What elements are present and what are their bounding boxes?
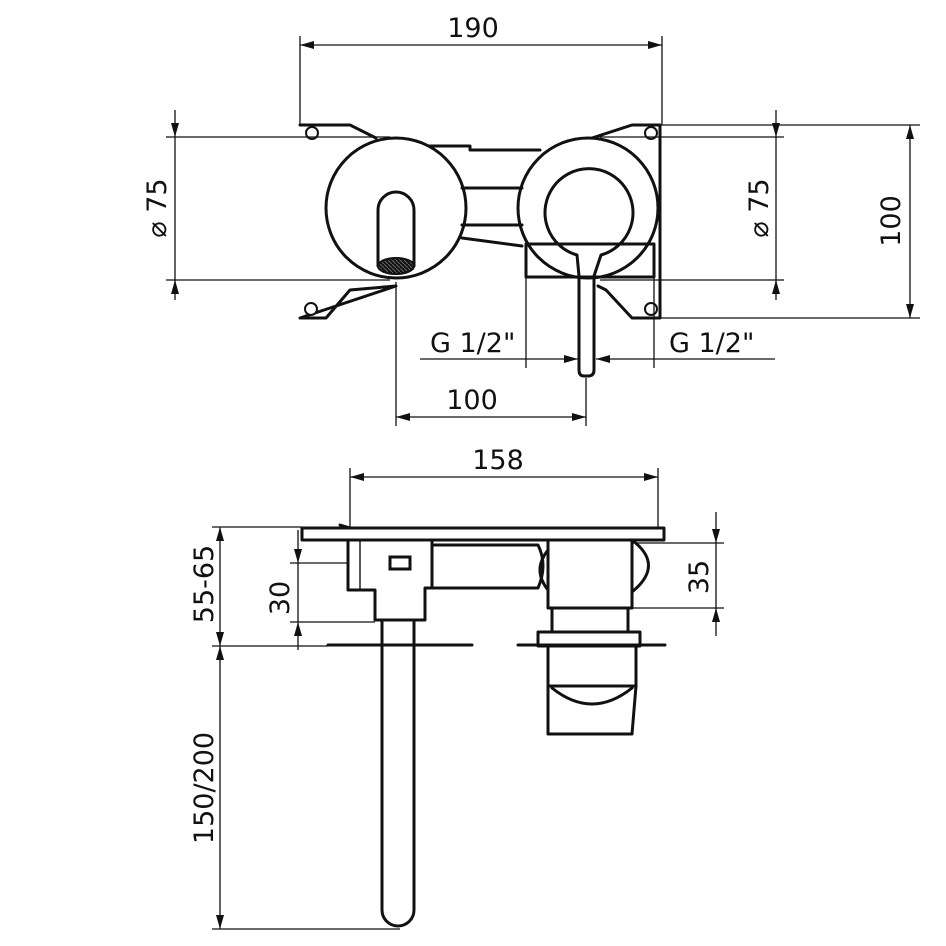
spout-rosette	[324, 136, 468, 280]
mounting-hole-bottom-right	[644, 302, 658, 316]
dimension-width-190: 190	[299, 13, 663, 125]
cartridge	[550, 606, 630, 634]
aerator-icon	[377, 257, 415, 275]
dimension-label: ⌀ 75	[142, 178, 173, 237]
dimension-label: 158	[472, 445, 524, 476]
body-clip	[388, 555, 412, 571]
mounting-hole-top-left	[305, 126, 319, 140]
connecting-pipe	[460, 186, 524, 248]
mounting-hole-top-right	[644, 126, 658, 140]
lever-handle	[543, 167, 635, 378]
mounting-hole-bottom-left	[304, 302, 318, 316]
front-view: 190 ⌀ 75 ⌀ 75 100	[142, 13, 920, 426]
cartridge-flange	[536, 630, 642, 648]
dimension-label: ⌀ 75	[744, 178, 775, 237]
connecting-tube	[430, 543, 545, 590]
dimension-diameter-right: ⌀ 75	[600, 110, 784, 300]
lever-knob	[538, 538, 650, 594]
dimension-label: G 1/2"	[669, 328, 754, 359]
dimension-diameter-left: ⌀ 75	[142, 110, 390, 300]
dimension-label: G 1/2"	[430, 328, 515, 359]
dimension-label: 55-65	[189, 545, 220, 623]
dimension-body-30: 30	[265, 530, 375, 650]
dimension-label: 100	[876, 195, 907, 247]
spout-outlet	[376, 190, 416, 268]
dimension-wall-depth: 55-65	[189, 526, 328, 647]
dimension-connection-right: G 1/2"	[596, 277, 775, 368]
dimension-plate-158: 158	[349, 445, 659, 528]
dimension-label: 35	[684, 560, 715, 594]
mixer-rosette	[516, 136, 660, 280]
spout-tube	[380, 618, 416, 928]
cover-plate	[300, 523, 666, 542]
mounting-plate	[298, 123, 662, 320]
spout-body	[346, 538, 434, 622]
cartridge-lower	[546, 644, 638, 688]
dimension-lever-35: 35	[632, 512, 724, 636]
dimension-spout-length: 150/200	[189, 646, 400, 930]
dimension-label: 150/200	[189, 732, 220, 844]
dimension-connection-left: G 1/2"	[420, 277, 578, 368]
dimension-label: 100	[446, 385, 498, 416]
side-view: 158 55-65 30 35	[189, 445, 724, 930]
dimension-label: 190	[447, 13, 499, 44]
dimension-spout-to-lever: 100	[395, 282, 587, 426]
lever-body	[546, 538, 634, 610]
cartridge-cap	[546, 684, 638, 736]
dimension-label: 30	[265, 581, 296, 615]
dimension-height-100: 100	[660, 124, 920, 319]
